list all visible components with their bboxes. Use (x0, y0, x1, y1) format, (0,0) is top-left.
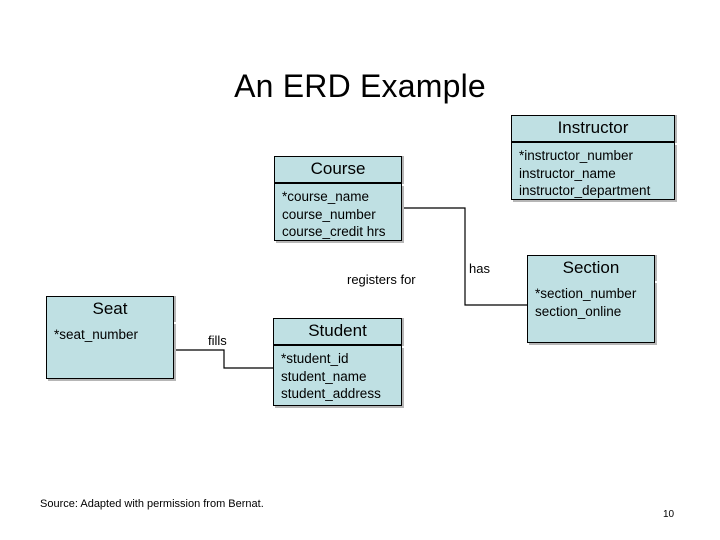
connector-course-section (402, 207, 527, 306)
entity-section-attributes: *section_number section_online (527, 281, 655, 343)
entity-section[interactable]: Section *section_number section_online (527, 255, 655, 343)
entity-section-title: Section (527, 255, 655, 281)
attribute: instructor_department (519, 183, 651, 198)
attribute: *instructor_number (519, 148, 634, 163)
entity-course[interactable]: Course *course_name course_number course… (274, 156, 402, 241)
attribute: course_number (282, 206, 376, 222)
attribute: course_credit hrs (282, 224, 386, 239)
entity-course-attributes: *course_name course_number course_credit… (274, 184, 402, 241)
attribute: *student_id (281, 351, 349, 366)
relationship-label-fills: fills (208, 333, 227, 348)
attribute: student_address (281, 386, 381, 401)
entity-student[interactable]: Student *student_id student_name student… (273, 318, 402, 406)
attribute: student_name (281, 368, 367, 384)
attribute: *course_name (282, 189, 370, 204)
entity-instructor-title: Instructor (511, 115, 675, 143)
entity-student-attributes: *student_id student_name student_address (273, 346, 402, 406)
connector-seat-student (174, 349, 273, 369)
entity-course-title: Course (274, 156, 402, 184)
entity-instructor-attributes: *instructor_number instructor_name instr… (511, 143, 675, 200)
relationship-label-has: has (469, 261, 490, 276)
relationship-label-registers-for: registers for (347, 272, 416, 287)
attribute: *seat_number (54, 327, 139, 342)
attribute: section_online (535, 303, 622, 319)
entity-seat-title: Seat (46, 296, 174, 322)
page-title: An ERD Example (234, 68, 486, 105)
page-number: 10 (663, 509, 675, 520)
entity-instructor[interactable]: Instructor *instructor_number instructor… (511, 115, 675, 200)
entity-seat[interactable]: Seat *seat_number (46, 296, 174, 379)
entity-student-title: Student (273, 318, 402, 346)
attribute: instructor_name (519, 165, 616, 181)
attribute: *section_number (535, 286, 637, 301)
entity-seat-attributes: *seat_number (46, 322, 174, 379)
source-note: Source: Adapted with permission from Ber… (40, 498, 264, 510)
